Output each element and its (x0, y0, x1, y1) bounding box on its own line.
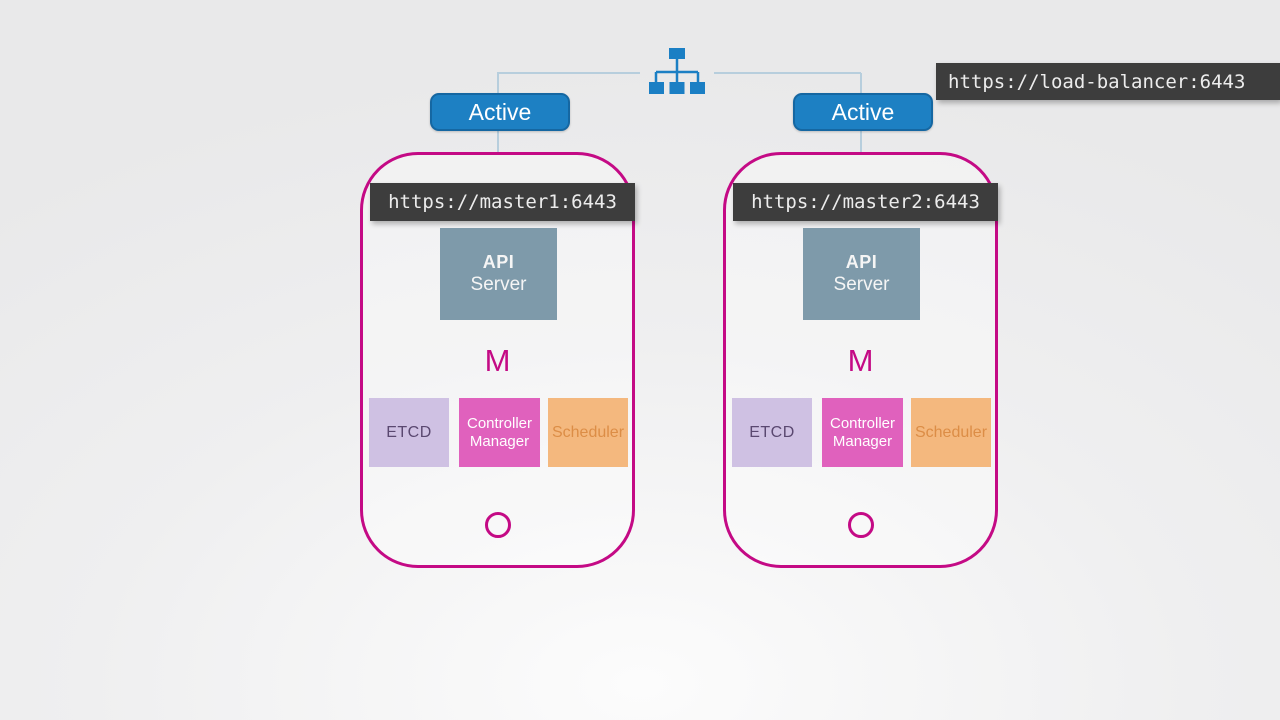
master2-scheduler-box: Scheduler (911, 398, 991, 467)
master2-etcd-box: ETCD (732, 398, 812, 467)
api-server-title: API (482, 251, 515, 272)
master1-node-outline (360, 152, 635, 568)
master2-status-ring (847, 512, 874, 538)
master1-scheduler-box: Scheduler (548, 398, 628, 467)
master1-marker: M (484, 343, 511, 378)
master2-marker: M (847, 343, 874, 378)
master2-group: Active https://master2:6443 API Server M… (723, 73, 998, 568)
connector-lb-to-master2 (714, 72, 861, 74)
load-balancer-sitemap-icon (649, 46, 705, 96)
master1-status-ring (484, 512, 511, 538)
master1-url-label: https://master1:6443 (370, 183, 635, 221)
master1-active-badge: Active (430, 93, 570, 131)
master1-api-server-box: API Server (440, 228, 557, 320)
load-balancer-url-label: https://load-balancer:6443 (936, 63, 1280, 100)
master2-node-outline (723, 152, 998, 568)
master1-controller-manager-box: Controller Manager (459, 398, 540, 467)
api-server-subtitle: Server (833, 274, 890, 296)
master2-controller-manager-box: Controller Manager (822, 398, 903, 467)
master2-url-label: https://master2:6443 (733, 183, 998, 221)
master1-etcd-box: ETCD (369, 398, 449, 467)
master1-group: Active https://master1:6443 API Server M… (360, 73, 635, 568)
master2-api-server-box: API Server (803, 228, 920, 320)
api-server-subtitle: Server (470, 274, 527, 296)
api-server-title: API (845, 251, 878, 272)
master2-active-badge: Active (793, 93, 933, 131)
connector-lb-to-master1 (497, 72, 640, 74)
